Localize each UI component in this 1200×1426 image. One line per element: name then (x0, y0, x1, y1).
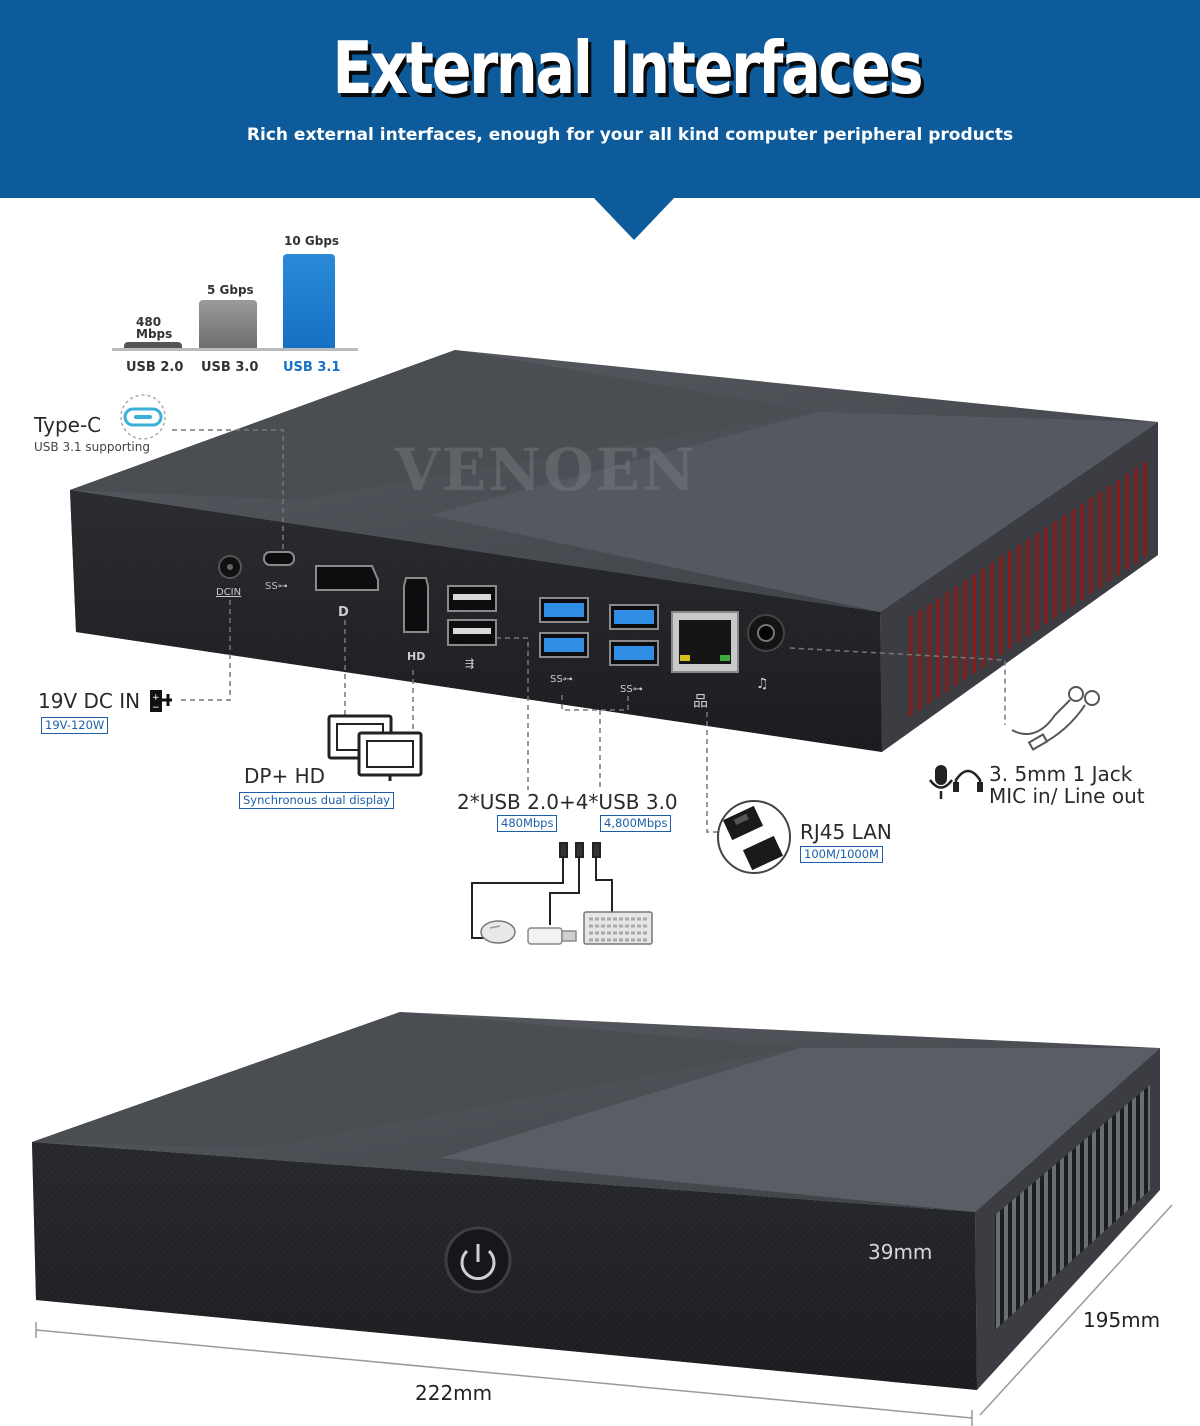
banner-pointer (592, 196, 676, 240)
svg-text:SS⊶: SS⊶ (550, 674, 573, 685)
dc-in-title: 19V DC IN (38, 689, 141, 713)
usb2-speed-bar (124, 342, 182, 348)
usb2-port-label: USB 2.0 (126, 360, 184, 375)
display-title: DP+ HD (244, 764, 326, 788)
svg-text:−: − (152, 703, 160, 713)
rj45-connector-icon (717, 800, 791, 874)
headphones-icon (953, 769, 983, 792)
dimension-lines (35, 1204, 1173, 1426)
hdmi-panel-label: HD (407, 650, 426, 663)
usb2-badge: 480Mbps (497, 815, 558, 832)
audio-cable-icon (1011, 686, 1100, 751)
power-button-icon (444, 1226, 512, 1294)
width-dimension: 222mm (415, 1381, 493, 1405)
header-banner (0, 0, 1200, 198)
usb-title: 2*USB 2.0+4*USB 3.0 (457, 790, 678, 814)
svg-text:D: D (338, 605, 349, 620)
depth-dimension: 195mm (1083, 1308, 1161, 1332)
page-title: External Interfaces (332, 26, 923, 110)
usb31-speed-value: 10 Gbps (284, 234, 340, 248)
svg-text:⇶: ⇶ (465, 657, 474, 670)
microphone-icon (928, 765, 954, 799)
svg-text:SS⊶: SS⊶ (620, 684, 643, 695)
svg-text:♫: ♫ (756, 676, 769, 692)
lan-badge: 100M/1000M (800, 846, 883, 863)
audio-line1: 3. 5mm 1 Jack (989, 762, 1133, 786)
mini-pc-rear-view: SS⊶ D ⇶ SS⊶ SS⊶ 品 ♫ (70, 350, 1158, 752)
dc-in-badge: 19V-120W (41, 717, 109, 734)
usb-peripherals (471, 842, 613, 939)
type-c-icon (120, 394, 166, 440)
type-c-title: Type-C (34, 413, 102, 437)
svg-text:SS⊶: SS⊶ (265, 581, 288, 592)
type-c-note: USB 3.1 supporting (34, 440, 150, 454)
height-dimension: 39mm (868, 1240, 933, 1264)
usb2-speed-value: 480 Mbps (136, 315, 173, 341)
usb3-speed-bar (199, 300, 257, 348)
svg-text:+: + (152, 693, 160, 703)
display-badge: Synchronous dual display (239, 792, 395, 809)
dc-in-panel-label: DCIN (216, 587, 242, 598)
lan-title: RJ45 LAN (800, 820, 892, 844)
page-subtitle: Rich external interfaces, enough for you… (246, 125, 1014, 145)
speed-chart-baseline (112, 348, 358, 351)
usb31-port-label: USB 3.1 (283, 360, 341, 375)
type-c-port-icon (263, 551, 295, 566)
usb-flash-drive-icon (527, 927, 577, 945)
usb31-speed-bar (283, 254, 335, 348)
usb3-speed-value: 5 Gbps (207, 283, 254, 297)
usb3-badge: 4,800Mbps (600, 815, 672, 832)
mini-pc-front-view (32, 1012, 1160, 1390)
leader-lines (172, 429, 1006, 833)
dc-power-icon: + − (150, 690, 172, 713)
mouse-icon (480, 920, 516, 944)
usb3-port-label: USB 3.0 (201, 360, 259, 375)
keyboard-icon (583, 911, 653, 945)
audio-line2: MIC in/ Line out (989, 784, 1145, 808)
svg-text:品: 品 (693, 692, 708, 710)
dual-monitor-icon (327, 714, 423, 781)
watermark: VENOEN (395, 436, 697, 504)
